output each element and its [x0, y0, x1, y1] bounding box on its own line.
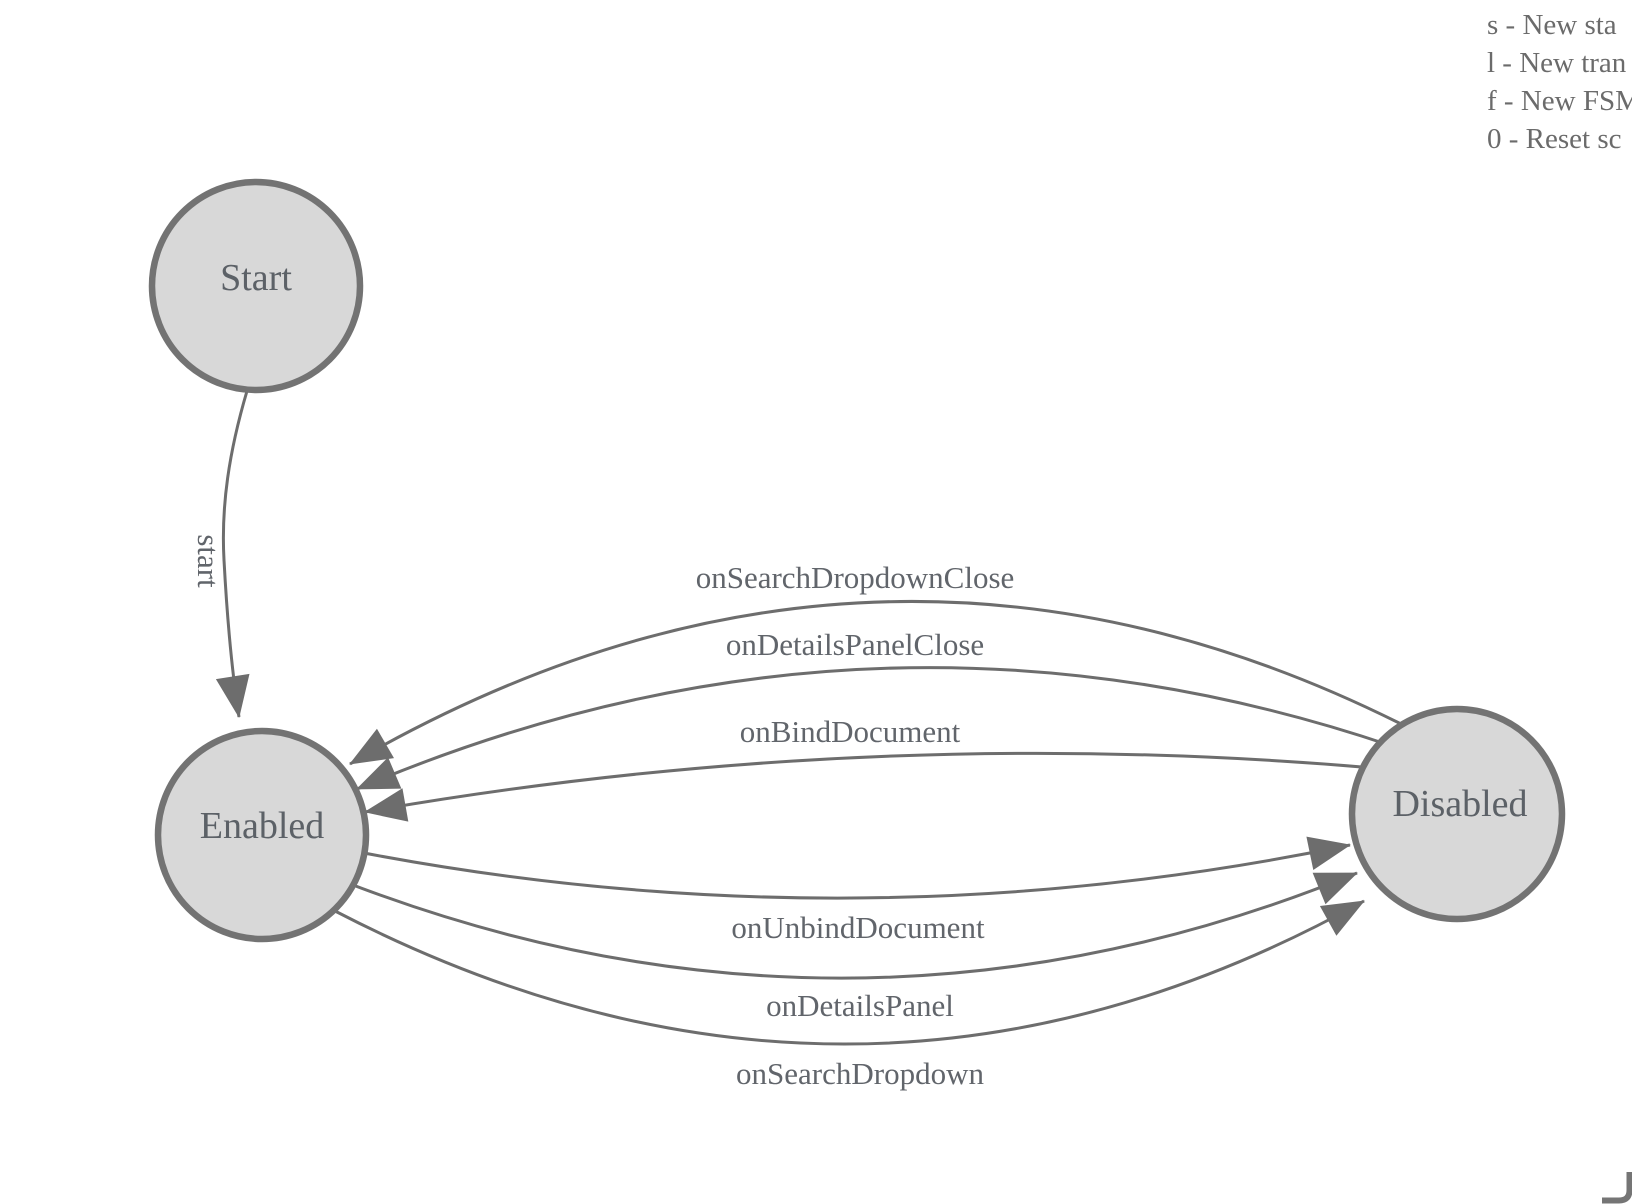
edge-label-onSearchDropdownClose: onSearchDropdownClose	[696, 560, 1015, 595]
state-circle-enabled[interactable]	[154, 727, 370, 943]
legend-item-new-transition: l - New tran	[1487, 47, 1627, 79]
edge-label-start: start	[191, 534, 226, 588]
edge-onUnbindDocument[interactable]: onUnbindDocument	[363, 836, 1351, 945]
state-label-enabled: Enabled	[200, 805, 325, 847]
shortcut-legend: s - New sta l - New tran f - New FSM 0 -…	[1487, 6, 1632, 158]
edge-label-onUnbindDocument: onUnbindDocument	[731, 910, 985, 945]
edge-onDetailsPanelClose[interactable]: onDetailsPanelClose	[356, 627, 1393, 791]
edge-label-onDetailsPanelClose: onDetailsPanelClose	[726, 627, 984, 662]
state-label-start: Start	[220, 257, 292, 299]
state-label-disabled: Disabled	[1392, 783, 1527, 825]
edge-onUnbindDocument-path[interactable]	[363, 836, 1351, 900]
edge-start-path[interactable]	[215, 390, 250, 718]
corner-frame-fragment	[1602, 1172, 1632, 1204]
edge-label-onDetailsPanel: onDetailsPanel	[766, 988, 954, 1023]
state-node-start[interactable]: Start	[148, 178, 364, 394]
edge-onBindDocument-path[interactable]	[364, 751, 1375, 822]
edge-onBindDocument[interactable]: onBindDocument	[364, 714, 1375, 822]
state-circle-disabled[interactable]	[1348, 705, 1566, 923]
state-node-enabled[interactable]: Enabled	[154, 727, 370, 943]
edge-onDetailsPanel[interactable]: onDetailsPanel	[352, 871, 1358, 1023]
edge-onDetailsPanel-path[interactable]	[352, 871, 1358, 980]
edge-onDetailsPanelClose-path[interactable]	[356, 666, 1393, 791]
edge-start[interactable]: start	[191, 390, 250, 718]
legend-item-new-fsm: f - New FSM	[1487, 85, 1632, 117]
edge-onSearchDropdown[interactable]: onSearchDropdown	[334, 899, 1365, 1091]
legend-item-new-state: s - New sta	[1487, 9, 1617, 41]
legend-item-reset: 0 - Reset sc	[1487, 123, 1622, 155]
edge-onSearchDropdownClose[interactable]: onSearchDropdownClose	[349, 560, 1410, 766]
state-circle-start[interactable]	[148, 178, 364, 394]
edge-onSearchDropdown-path[interactable]	[334, 899, 1365, 1046]
edge-label-onSearchDropdown: onSearchDropdown	[736, 1056, 984, 1091]
edge-label-onBindDocument: onBindDocument	[740, 714, 961, 749]
state-node-disabled[interactable]: Disabled	[1348, 705, 1566, 923]
edge-onSearchDropdownClose-path[interactable]	[349, 600, 1410, 766]
